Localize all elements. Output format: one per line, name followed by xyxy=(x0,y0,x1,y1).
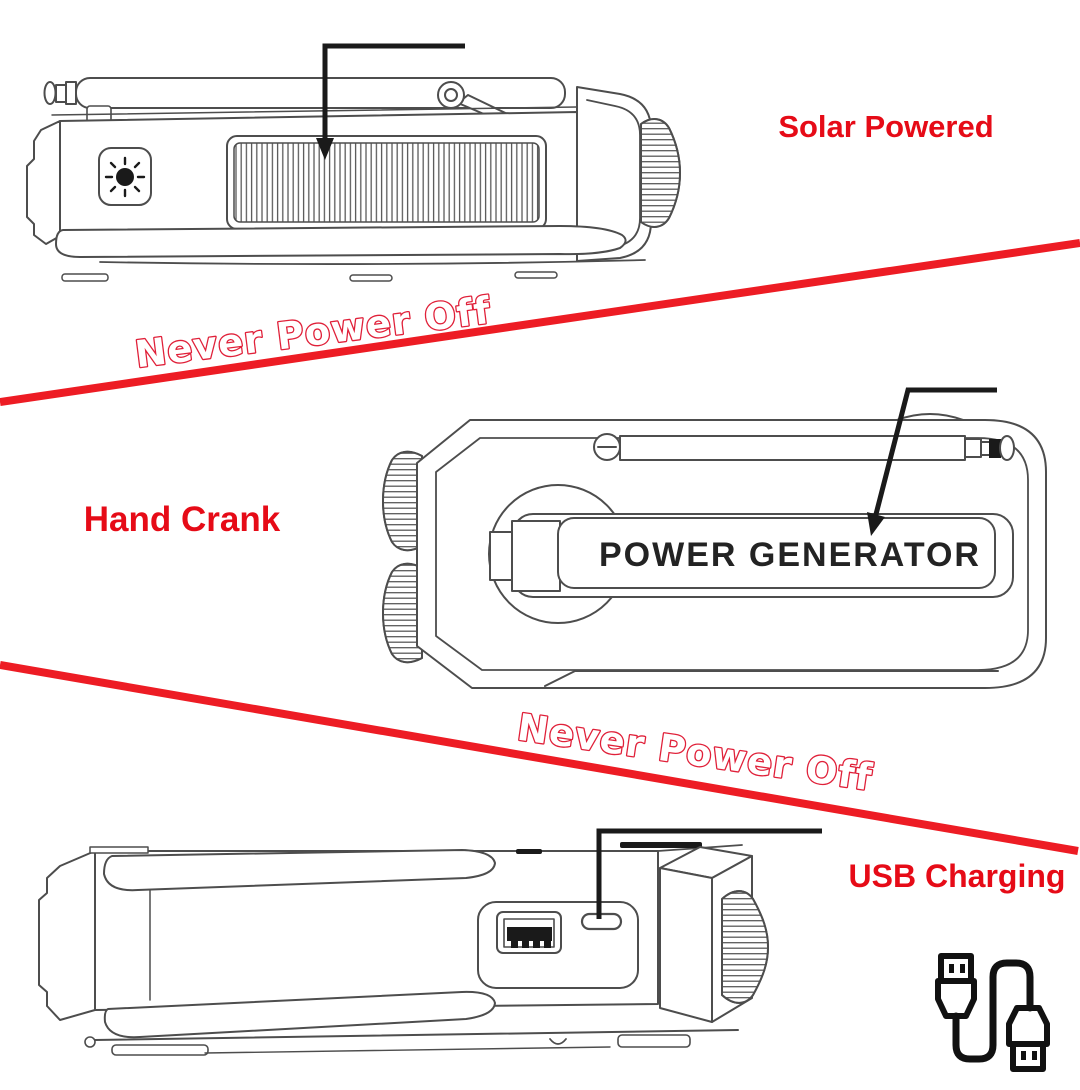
bottom-device-left-cap xyxy=(38,850,96,1021)
crank-knob-left xyxy=(382,450,423,552)
power-generator-label: POWER GENERATOR xyxy=(599,536,981,574)
top-device-left-cap xyxy=(26,120,61,245)
crank-handle xyxy=(557,517,996,589)
crank-knob-top-device xyxy=(640,118,681,228)
top-edge-button-2 xyxy=(620,842,702,848)
bottom-device-drawing xyxy=(38,842,769,1056)
bottom-device-top-rail xyxy=(103,849,496,892)
solar-panel xyxy=(226,135,547,230)
slogan-never-power-off-1: Never Power Off xyxy=(133,289,494,377)
usb-cable-icon xyxy=(935,953,1050,1072)
top-device-bottom-rail xyxy=(55,225,627,258)
red-divider-line-top xyxy=(0,239,1080,406)
arrowhead-downleft-icon xyxy=(867,512,885,536)
sun-icon xyxy=(104,156,146,198)
arrowhead-down-icon xyxy=(316,138,334,160)
top-edge-button xyxy=(516,849,542,854)
callout-usb-port xyxy=(596,828,822,919)
port-panel xyxy=(477,901,639,989)
callout-hand-crank xyxy=(867,387,997,536)
label-solar-powered: Solar Powered xyxy=(778,109,993,144)
red-divider-line-bottom xyxy=(0,661,1079,855)
crank-knob-bottom-device xyxy=(721,890,769,1004)
antenna-middle-device xyxy=(593,433,1015,461)
callout-solar-panel xyxy=(316,43,465,160)
usb-a-port xyxy=(496,911,562,954)
flashlight-button xyxy=(98,147,152,206)
top-device-drawing xyxy=(26,77,681,282)
bottom-device-bottom-rail xyxy=(103,990,496,1039)
middle-device-drawing xyxy=(382,413,1047,689)
label-usb-charging: USB Charging xyxy=(849,858,1066,894)
label-hand-crank: Hand Crank xyxy=(84,500,281,539)
